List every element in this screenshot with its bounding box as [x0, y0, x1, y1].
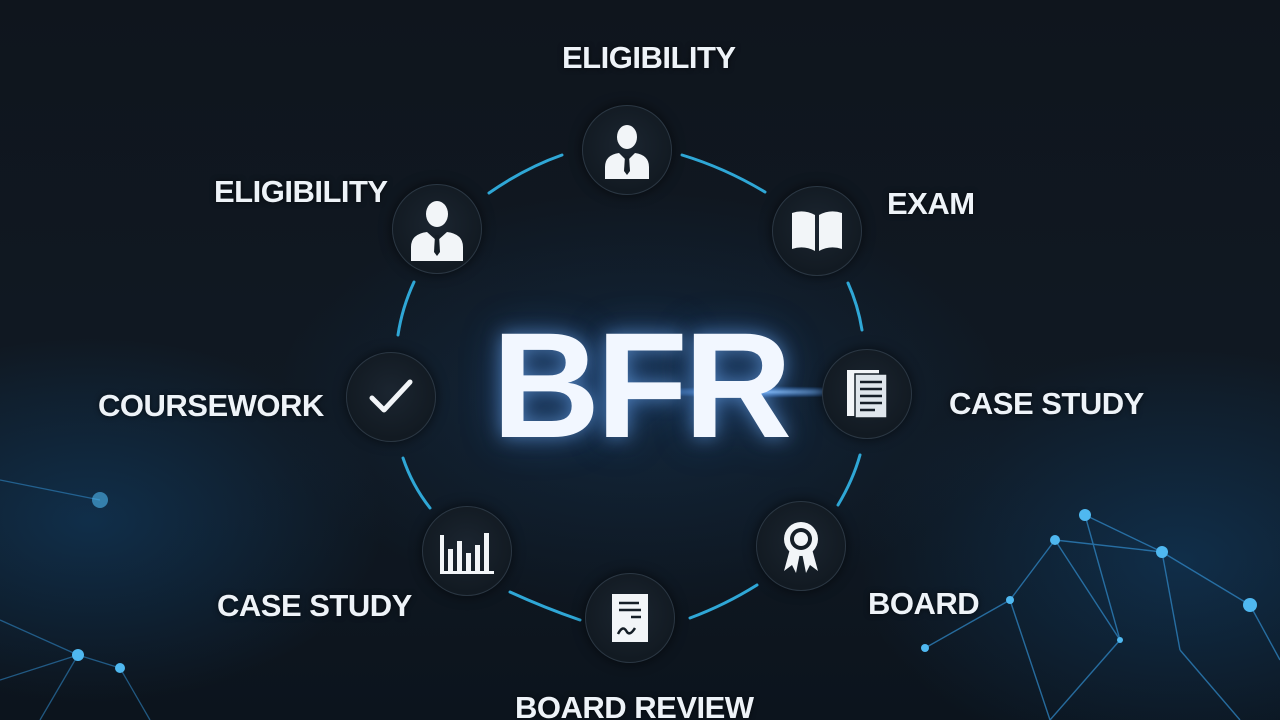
node-eligibility-top — [582, 105, 672, 195]
center-title: BFR — [491, 301, 792, 469]
network-lines-left — [0, 479, 151, 720]
ring-segment — [487, 153, 564, 195]
person-icon — [411, 201, 463, 261]
ring-segment — [508, 590, 582, 622]
label-case-study-left: CASE STUDY — [217, 588, 412, 623]
label-coursework: COURSEWORK — [98, 388, 324, 423]
light-flare — [640, 386, 880, 398]
person-icon — [605, 125, 649, 179]
node-board-review — [585, 573, 675, 663]
node-eligibility-left — [392, 184, 482, 274]
bar-chart-icon — [440, 533, 494, 574]
ring-segment — [401, 456, 432, 510]
network-lines-right — [924, 514, 1280, 720]
ring — [396, 153, 864, 622]
ring-segment — [836, 453, 862, 507]
label-eligibility-left: ELIGIBILITY — [214, 174, 388, 209]
document-icon — [847, 370, 888, 419]
network-nodes-left — [72, 492, 125, 673]
node-board — [756, 501, 846, 591]
label-eligibility-top: ELIGIBILITY — [562, 40, 736, 75]
node-exam — [772, 186, 862, 276]
label-exam: EXAM — [887, 186, 975, 221]
label-case-study-right: CASE STUDY — [949, 386, 1144, 421]
node-coursework — [346, 352, 436, 442]
ring-segment — [396, 280, 416, 337]
award-badge-icon — [784, 522, 818, 573]
network-nodes-right — [921, 509, 1257, 652]
node-case-study-right — [822, 349, 912, 439]
checkmark-icon — [369, 379, 413, 413]
ring-segment — [846, 281, 864, 332]
label-board-review: BOARD REVIEW — [515, 690, 754, 720]
node-case-study-left — [422, 506, 512, 596]
signed-document-icon — [612, 594, 648, 642]
ring-segment — [688, 583, 759, 620]
book-icon — [792, 211, 842, 251]
label-board: BOARD — [868, 586, 980, 621]
ring-segment — [680, 153, 767, 194]
